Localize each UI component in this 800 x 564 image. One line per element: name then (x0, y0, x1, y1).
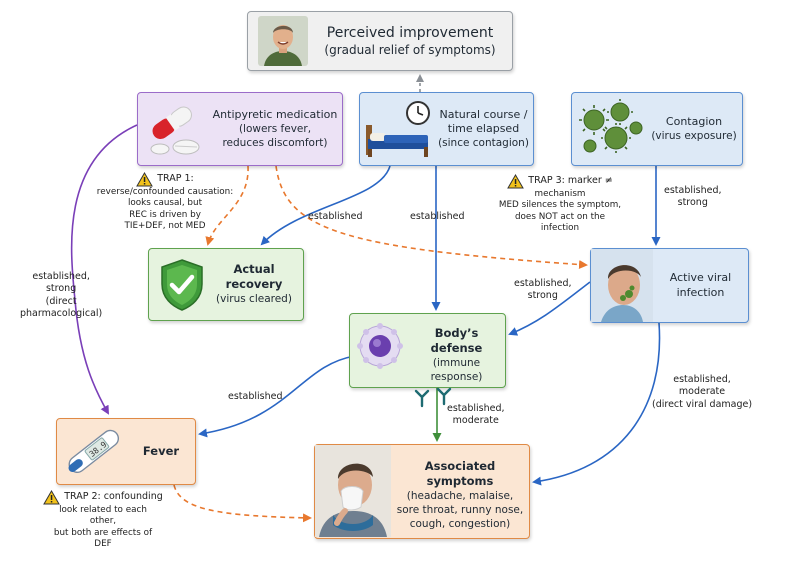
edge-label-viral-defense: established, strong (514, 278, 572, 303)
trap-1-line: looks causal, but (127, 198, 203, 209)
shield-check-icon (159, 258, 205, 312)
node-antipyretic-subtitle-2: reduces discomfort) (222, 137, 328, 150)
node-recovery-subtitle: (virus cleared) (216, 293, 292, 306)
node-recovery-title: Actual recovery (225, 262, 283, 292)
node-natural-subtitle: (since contagion) (438, 137, 529, 150)
trap-2-line: DEF (94, 539, 112, 550)
edge-label-line: (direct (45, 295, 77, 307)
trap-3-note: TRAP 3: marker ≠ mechanism MED silences … (486, 173, 634, 235)
edge-viral-symptoms (532, 322, 661, 486)
node-perceived-subtitle: (gradual relief of symptoms) (324, 43, 496, 57)
edge-label-line: established, (32, 271, 90, 282)
node-contagion-subtitle: (virus exposure) (651, 130, 737, 143)
node-natural-title-2: time elapsed (447, 121, 520, 135)
node-defense-subtitle: (immune response) (430, 356, 483, 384)
edge-label-natural-defense: established (410, 211, 465, 222)
node-viral-title-1: Active viral (669, 271, 732, 285)
trap-2-note: TRAP 2: confounding look related to each… (28, 489, 178, 551)
node-contagion: Contagion (virus exposure) (571, 92, 743, 166)
sneezing-man-avatar-icon (315, 445, 391, 537)
edge-label-line: strong (677, 197, 708, 209)
node-symptoms-line-3: cough, congestion) (409, 518, 511, 531)
node-defense-title: Body’s defense (430, 326, 483, 355)
trap-1-line: TIE+DEF, not MED (124, 221, 206, 232)
node-natural-title-1: Natural course / (439, 107, 528, 121)
node-contagion-title: Contagion (665, 114, 723, 128)
immune-cell-icon (356, 322, 408, 374)
trap-2-line: but both are effects of (53, 527, 153, 538)
warning-icon (507, 173, 525, 189)
node-active-viral-infection: Active viral infection (590, 248, 749, 323)
edge-fever-symptoms (173, 484, 312, 523)
sick-man-avatar-icon (591, 249, 653, 322)
antibody-icon (414, 388, 451, 408)
warning-icon (136, 171, 154, 187)
trap-1-head: TRAP 1: (157, 173, 194, 185)
node-antipyretic-medication: Antipyretic medication (lowers fever, re… (137, 92, 343, 166)
node-natural-course: Natural course / time elapsed (since con… (359, 92, 534, 166)
node-bodys-defense: Body’s defense (immune response) (349, 313, 506, 408)
trap-2-line: other, (89, 516, 117, 527)
edge-label-line: established, (447, 403, 505, 414)
warning-icon (43, 489, 61, 505)
edge-label-viral-symptoms: established, moderate (direct viral dama… (652, 374, 752, 411)
trap-3-line: mechanism (534, 189, 586, 199)
thermometer-icon: 38.9 (59, 424, 127, 480)
edge-antipyretic-recovery (205, 165, 249, 246)
edge-viral-defense (508, 281, 591, 336)
edge-label-line: moderate (452, 415, 499, 427)
node-symptoms-title: Associated symptoms (424, 459, 496, 488)
edge-label-defense-fever: established (228, 391, 283, 402)
edge-natural-recovery (260, 165, 391, 246)
node-associated-symptoms: Associated symptoms (headache, malaise, … (314, 444, 530, 539)
trap-1-line: reverse/confounded causation: (96, 187, 234, 197)
trap-1-line: REC is driven by (129, 209, 201, 220)
edge-label-line: established, (673, 374, 731, 385)
node-perceived-improvement: Perceived improvement (gradual relief of… (247, 11, 513, 71)
virus-icon (576, 98, 646, 160)
edge-label-line: (direct viral damage) (652, 398, 753, 410)
edge-label-line: established, (664, 185, 722, 196)
node-antipyretic-title: Antipyretic medication (212, 107, 338, 121)
trap-3-line: does NOT act on the (514, 211, 606, 222)
smiling-man-avatar-icon (258, 16, 308, 66)
edge-label-line: strong (45, 283, 77, 295)
trap-2-head: TRAP 2: confounding (64, 491, 163, 503)
pills-icon (142, 101, 208, 157)
node-symptoms-line-1: (headache, malaise, (406, 489, 514, 502)
node-antipyretic-subtitle-1: (lowers fever, (238, 122, 312, 135)
edge-label-line: strong (527, 290, 558, 302)
edge-antipyretic-fever (70, 124, 138, 415)
edge-label-contagion-viral: established, strong (664, 185, 722, 210)
edge-label-antipyretic-fever: established, strong (direct pharmacologi… (20, 271, 102, 320)
trap-2-line: look related to each (59, 505, 147, 515)
node-viral-title-2: infection (676, 285, 725, 299)
edge-antipyretic-viral (275, 165, 588, 270)
trap-3-line: infection (540, 223, 580, 234)
edge-label-line: pharmacological) (20, 308, 103, 320)
edge-label-line: moderate (678, 386, 726, 398)
trap-3-head: TRAP 3: marker ≠ (528, 175, 613, 187)
bed-and-clock-icon (362, 99, 434, 159)
node-symptoms-line-2: sore throat, runny nose, (396, 504, 524, 517)
edge-label-defense-symptoms: established, moderate (447, 403, 505, 428)
node-fever: 38.9 Fever (56, 418, 196, 485)
edge-label-natural-recovery: established (308, 211, 363, 222)
node-perceived-title: Perceived improvement (326, 24, 494, 41)
trap-3-line: MED silences the symptom, (498, 200, 622, 211)
edge-defense-fever (198, 355, 356, 438)
node-actual-recovery: Actual recovery (virus cleared) (148, 248, 304, 321)
edge-label-line: established, (514, 278, 572, 289)
trap-1-note: TRAP 1: reverse/confounded causation: lo… (85, 171, 245, 233)
node-fever-title: Fever (142, 444, 180, 459)
